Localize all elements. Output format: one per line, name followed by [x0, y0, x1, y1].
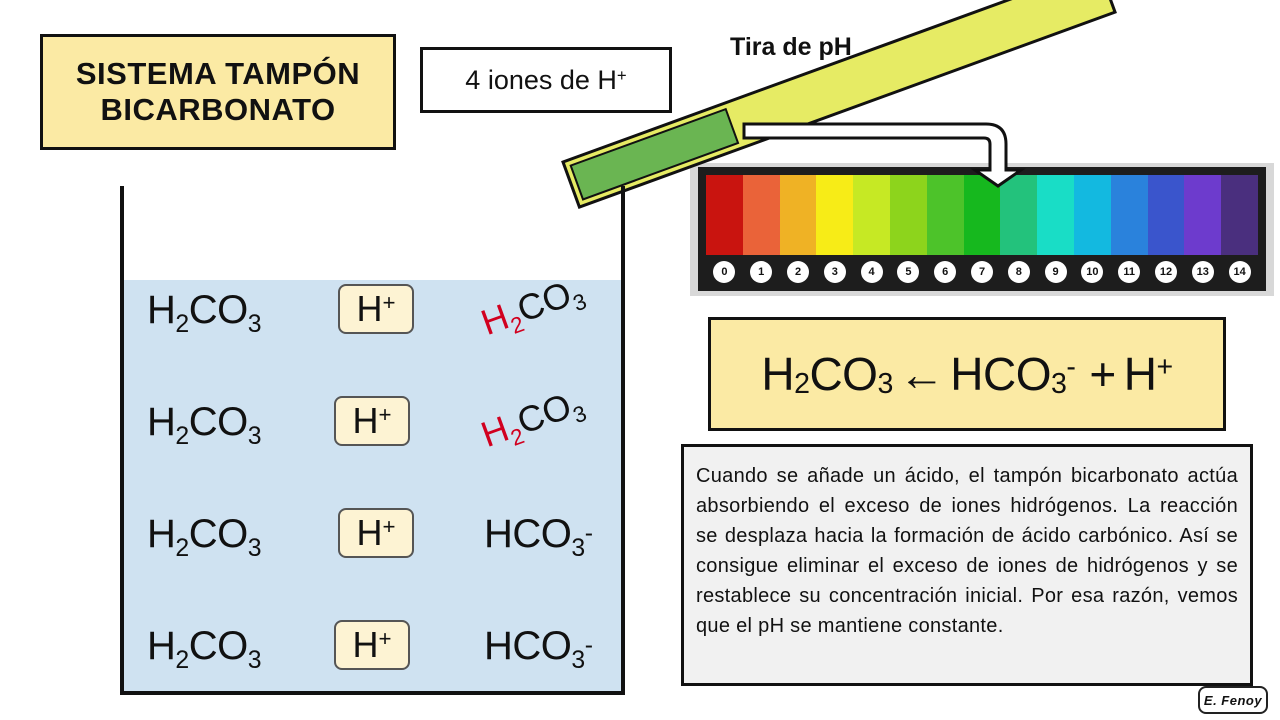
ph-strip-label: Tira de pH [730, 33, 852, 61]
ph-number-13: 13 [1191, 261, 1214, 283]
title-box: SISTEMA TAMPÓN BICARBONATO [40, 34, 396, 150]
ph-number-14: 14 [1228, 261, 1251, 283]
ph-color-2 [779, 175, 817, 255]
reaction-arrow-icon: ← [898, 348, 945, 400]
ph-number-3: 3 [823, 261, 846, 283]
ph-color-7 [963, 175, 1001, 255]
carbonic-acid-4: H2CO3 [147, 624, 261, 674]
arrow-to-scale-icon [742, 122, 1026, 188]
hydrogen-ion-3: H+ [338, 508, 414, 558]
ions-count-label: 4 iones de H [465, 64, 617, 95]
bicarbonate-2: HCO3- [484, 624, 593, 674]
ph-color-6 [926, 175, 964, 255]
hydrogen-ion-1: H+ [338, 284, 414, 334]
ph-number-6: 6 [934, 261, 957, 283]
ph-strip-indicator [569, 107, 740, 201]
beaker-bottom [120, 691, 625, 695]
ph-color-14 [1221, 175, 1258, 255]
ph-number-5: 5 [897, 261, 920, 283]
ph-number-8: 8 [1007, 261, 1030, 283]
ph-number-2: 2 [787, 261, 809, 283]
title-line-2: BICARBONATO [100, 92, 336, 127]
ph-number-9: 9 [1044, 261, 1067, 283]
bicarbonate-1: HCO3- [484, 512, 593, 562]
ph-number-1: 1 [750, 261, 773, 283]
ions-count-box: 4 iones de H+ [420, 47, 672, 113]
ph-scale-colors [706, 175, 1258, 255]
ph-color-8 [1000, 175, 1038, 255]
ph-color-13 [1184, 175, 1222, 255]
ph-number-11: 11 [1118, 261, 1141, 283]
author-signature: E. Fenoy [1198, 686, 1268, 714]
ph-number-7: 7 [971, 261, 993, 283]
ph-color-12 [1147, 175, 1185, 255]
title-line-1: SISTEMA TAMPÓN [75, 56, 361, 91]
ph-color-0 [706, 175, 743, 255]
explanation-text: Cuando se añade un ácido, el tampón bica… [681, 444, 1253, 686]
ph-color-1 [742, 175, 780, 255]
ph-number-10: 10 [1081, 261, 1104, 283]
ph-color-10 [1073, 175, 1111, 255]
hydrogen-ion-2: H+ [334, 396, 410, 446]
ph-color-11 [1110, 175, 1148, 255]
hydrogen-ion-4: H+ [334, 620, 410, 670]
carbonic-acid-3: H2CO3 [147, 512, 261, 562]
beaker-wall-left [120, 186, 124, 694]
ph-number-4: 4 [860, 261, 883, 283]
ph-number-12: 12 [1155, 261, 1177, 283]
beaker-wall-right [621, 186, 625, 694]
ph-color-3 [816, 175, 854, 255]
carbonic-acid-2: H2CO3 [147, 400, 261, 450]
carbonic-acid-1: H2CO3 [147, 288, 261, 338]
ph-color-5 [889, 175, 927, 255]
ph-number-0: 0 [713, 261, 736, 283]
ph-color-9 [1037, 175, 1074, 255]
ph-color-4 [853, 175, 890, 255]
